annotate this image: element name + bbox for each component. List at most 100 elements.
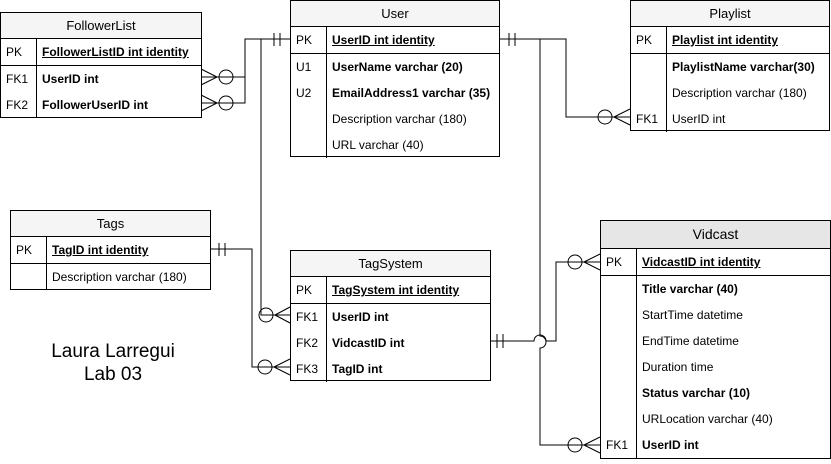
key-label: [601, 302, 637, 328]
field-label: UserID int: [332, 310, 389, 324]
key-label: PK: [631, 27, 667, 53]
table-row: PK UserID int identity: [291, 27, 499, 54]
key-label: FK2: [1, 92, 37, 118]
table-row: FK2 VidcastID int: [291, 330, 490, 356]
field-label: VidcastID int identity: [642, 255, 761, 269]
field-label: UserID int: [672, 112, 726, 126]
table-row: U2 EmailAddress1 varchar (35): [291, 80, 499, 106]
field-label: UserID int: [642, 438, 699, 452]
table-row: FK1 UserID int: [601, 432, 830, 458]
key-label: [291, 106, 327, 132]
table-title: User: [291, 1, 499, 27]
table-vidcast[interactable]: Vidcast PK VidcastID int identity Title …: [600, 220, 831, 459]
table-row: PK VidcastID int identity: [601, 249, 830, 276]
table-tagsystem[interactable]: TagSystem PK TagSystem int identity FK1 …: [290, 250, 491, 382]
key-label: [631, 80, 667, 106]
field-label: URLocation varchar (40): [642, 412, 773, 426]
table-row: Description varchar (180): [291, 106, 499, 132]
field-label: URL varchar (40): [332, 138, 424, 152]
field-label: Description varchar (180): [672, 86, 807, 100]
key-label: [11, 264, 47, 290]
key-label: FK1: [631, 106, 667, 132]
field-label: Description varchar (180): [52, 270, 187, 284]
table-row: PK Playlist int identity: [631, 27, 829, 54]
table-row: PK TagSystem int identity: [291, 277, 490, 304]
field-label: StartTime datetime: [642, 308, 743, 322]
table-row: URLocation varchar (40): [601, 406, 830, 432]
field-label: UserID int: [42, 72, 99, 86]
key-label: [601, 276, 637, 302]
rel-tags-tagsystem: [211, 248, 290, 368]
key-label: PK: [11, 237, 47, 263]
table-row: URL varchar (40): [291, 132, 499, 158]
key-label: [601, 406, 637, 432]
key-label: FK2: [291, 330, 327, 356]
key-label: [601, 354, 637, 380]
caption-name: Laura Larregui: [51, 341, 175, 362]
field-label: Title varchar (40): [642, 282, 738, 296]
key-label: PK: [601, 249, 637, 275]
key-label: [601, 380, 637, 406]
table-row: PlaylistName varchar(30): [631, 54, 829, 80]
field-label: FollowerUserID int: [42, 98, 149, 112]
table-row: Title varchar (40): [601, 276, 830, 302]
table-row: U1 UserName varchar (20): [291, 54, 499, 80]
key-label: [631, 54, 667, 80]
rel-user-vidcast: [539, 39, 600, 446]
table-user[interactable]: User PK UserID int identity U1 UserName …: [290, 0, 500, 158]
field-label: EmailAddress1 varchar (35): [332, 86, 491, 100]
table-row: Status varchar (10): [601, 380, 830, 406]
key-label: [601, 328, 637, 354]
key-label: U1: [291, 54, 327, 80]
table-row: FK1 UserID int: [1, 66, 201, 92]
table-row: EndTime datetime: [601, 328, 830, 354]
field-label: EndTime datetime: [642, 334, 739, 348]
author-caption: Laura Larregui Lab 03: [38, 340, 188, 386]
field-label: TagID int: [332, 362, 383, 376]
table-row: PK TagID int identity: [11, 237, 210, 264]
field-label: TagSystem int identity: [332, 283, 460, 297]
table-playlist[interactable]: Playlist PK Playlist int identity Playli…: [630, 0, 830, 132]
table-row: FK1 UserID int: [291, 304, 490, 330]
field-label: VidcastID int: [332, 336, 405, 350]
caption-lab: Lab 03: [83, 364, 143, 385]
table-followerlist[interactable]: FollowerList PK FollowerListID int ident…: [0, 12, 202, 118]
rel-vidcast-tagsystem: [491, 261, 600, 342]
table-title: Playlist: [631, 1, 829, 27]
table-row: FK1 UserID int: [631, 106, 829, 132]
table-row: Description varchar (180): [11, 264, 210, 290]
table-title: FollowerList: [1, 13, 201, 39]
key-label: PK: [291, 27, 327, 53]
field-label: PlaylistName varchar(30): [672, 60, 815, 74]
key-label: PK: [291, 277, 327, 303]
field-label: TagID int identity: [52, 243, 149, 257]
field-label: UserName varchar (20): [332, 60, 463, 74]
key-label: [291, 132, 327, 158]
table-title: TagSystem: [291, 251, 490, 277]
key-label: U2: [291, 80, 327, 106]
table-row: FK3 TagID int: [291, 356, 490, 382]
key-label: FK1: [291, 304, 327, 330]
field-label: UserID int identity: [332, 33, 435, 47]
table-tags[interactable]: Tags PK TagID int identity Description v…: [10, 210, 211, 290]
key-label: FK1: [1, 66, 37, 92]
table-title: Tags: [11, 211, 210, 237]
table-row: Description varchar (180): [631, 80, 829, 106]
rel-user-tagsystem: [260, 39, 290, 316]
field-label: Playlist int identity: [672, 33, 779, 47]
rel-user-followerlist: [201, 38, 290, 104]
key-label: FK3: [291, 356, 327, 382]
key-label: FK1: [601, 432, 637, 458]
key-label: PK: [1, 39, 37, 65]
table-row: PK FollowerListID int identity: [1, 39, 201, 66]
table-title: Vidcast: [601, 221, 830, 249]
table-row: FK2 FollowerUserID int: [1, 92, 201, 118]
field-label: Duration time: [642, 360, 714, 374]
field-label: FollowerListID int identity: [42, 45, 189, 59]
field-label: Description varchar (180): [332, 112, 467, 126]
table-row: Duration time: [601, 354, 830, 380]
rel-user-playlist: [499, 38, 630, 118]
table-row: StartTime datetime: [601, 302, 830, 328]
field-label: Status varchar (10): [642, 386, 751, 400]
